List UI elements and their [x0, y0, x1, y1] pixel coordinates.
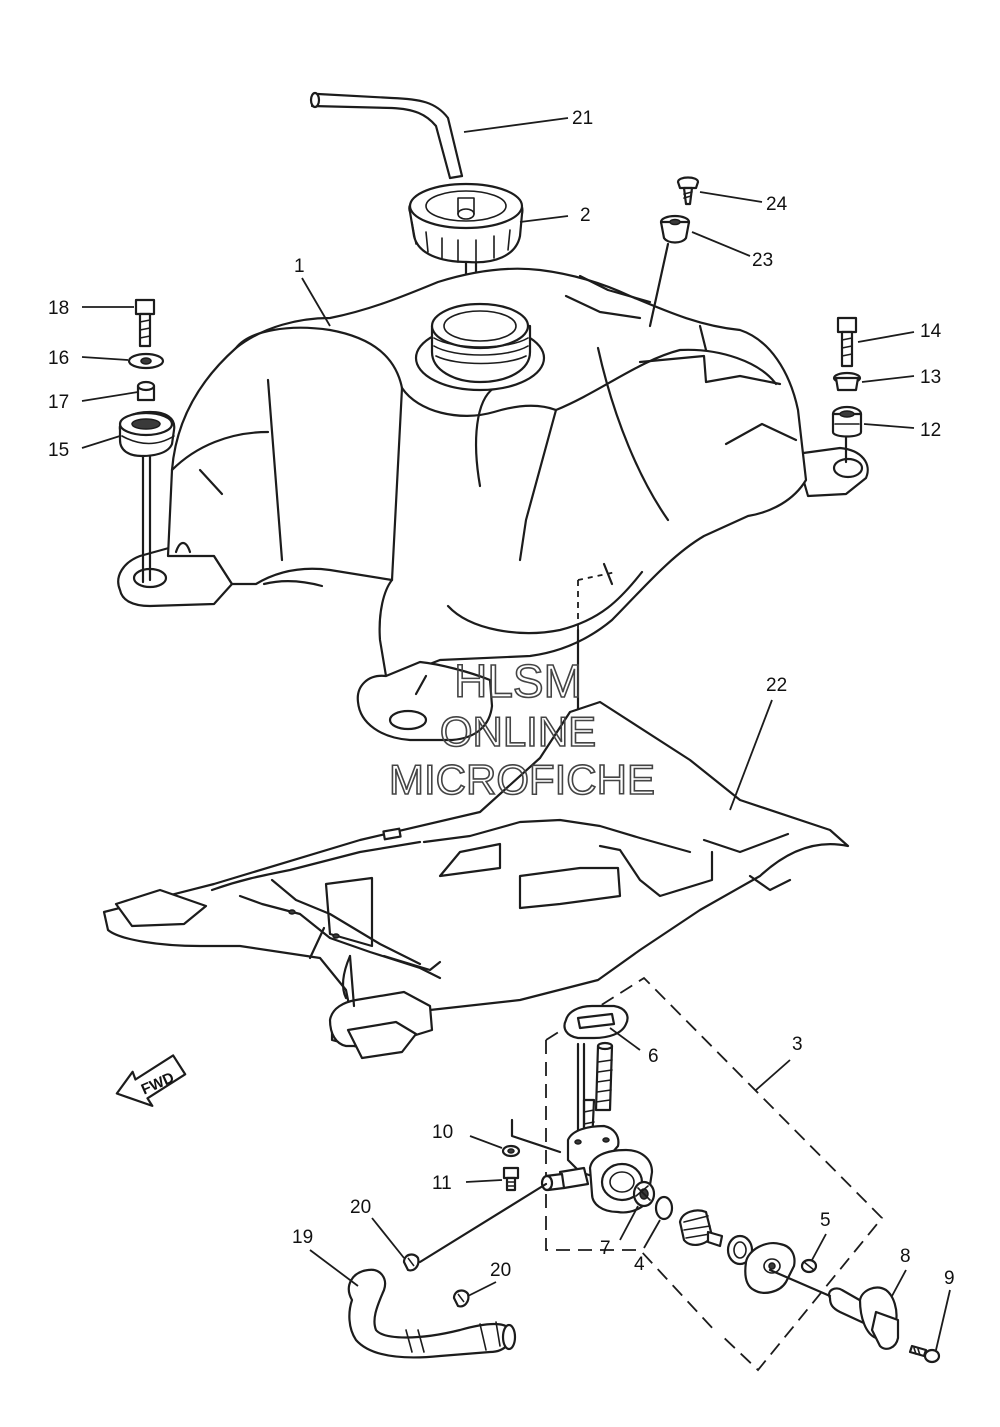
fuel-cock	[540, 1041, 654, 1214]
callout-10: 10	[432, 1122, 453, 1143]
tank-tray	[102, 700, 850, 1060]
callout-18: 18	[48, 298, 69, 319]
left-mount-hardware	[118, 298, 176, 584]
leader-lines	[81, 117, 951, 1351]
fuel-cock-assembly-boundary	[545, 976, 884, 1372]
callout-13: 13	[920, 367, 941, 388]
watermark: HLSM ONLINE MICROFICHE	[388, 654, 656, 804]
callout-14: 14	[920, 321, 942, 342]
callout-12: 12	[920, 420, 941, 441]
watermark-line-3: MICROFICHE	[389, 756, 655, 803]
watermark-line-1: HLSM	[454, 655, 582, 707]
callout-17: 17	[48, 392, 69, 413]
fuel-cap	[408, 182, 524, 264]
forward-direction-arrow: FWD	[115, 1054, 187, 1107]
callout-21: 21	[572, 108, 593, 129]
screw-and-collar	[648, 176, 700, 328]
fuel-tank	[117, 267, 869, 742]
callout-24: 24	[766, 194, 788, 215]
right-mount-hardware	[831, 316, 863, 464]
callout-5: 5	[820, 1210, 831, 1231]
callout-15: 15	[48, 440, 69, 461]
callout-16: 16	[48, 348, 69, 369]
fuel-hose-and-clips	[347, 1253, 517, 1359]
strainer-and-o-ring	[632, 1180, 674, 1221]
callout-1: 1	[294, 256, 305, 277]
callout-numbers: 1 2 3 4 5 6 7 8 9 10 11 12 13 14 15 16 1…	[48, 108, 955, 1289]
callout-7: 7	[600, 1238, 611, 1259]
callout-9: 9	[944, 1268, 955, 1289]
callout-3: 3	[792, 1034, 803, 1055]
callout-6: 6	[648, 1046, 659, 1067]
watermark-line-2: ONLINE	[440, 708, 596, 755]
callout-8: 8	[900, 1246, 911, 1267]
callout-11: 11	[432, 1173, 452, 1194]
callout-4: 4	[634, 1254, 645, 1275]
callout-2: 2	[580, 205, 591, 226]
callout-20-upper: 20	[350, 1197, 371, 1218]
breather-hose	[309, 91, 464, 180]
washer-and-screw	[501, 1144, 521, 1192]
valve-parts	[678, 1209, 941, 1364]
callout-23: 23	[752, 250, 773, 271]
callout-22: 22	[766, 675, 787, 696]
callout-19: 19	[292, 1227, 313, 1248]
callout-20-lower: 20	[490, 1260, 511, 1281]
